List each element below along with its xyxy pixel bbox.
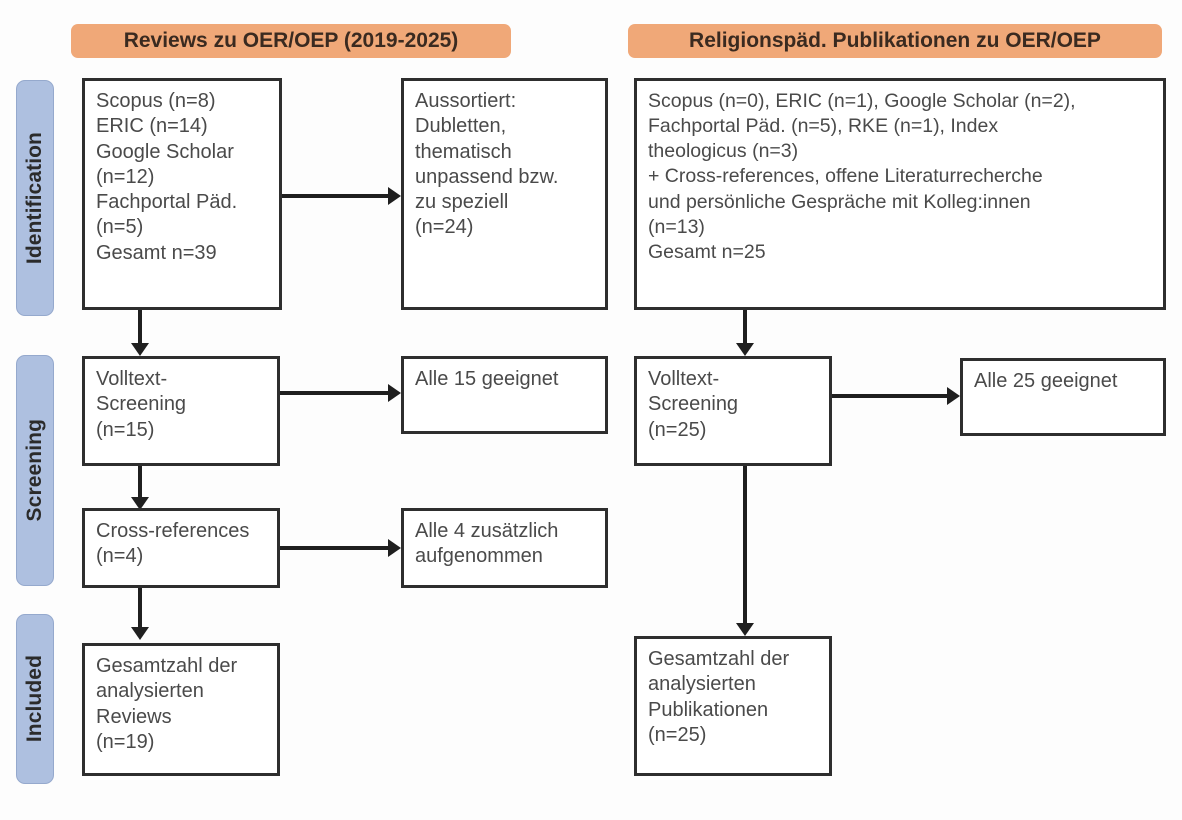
phase-label-included-text: Included	[23, 655, 46, 743]
connector-left-sources-to-fulltext	[138, 310, 142, 343]
connector-left-fulltext-to-result	[280, 391, 388, 395]
box-left-crossref-result: Alle 4 zusätzlich aufgenommen	[401, 508, 608, 588]
arrowhead-left-crossref-to-included	[131, 627, 149, 640]
connector-right-fulltext-to-result	[832, 394, 947, 398]
connector-left-crossref-to-result	[280, 546, 388, 550]
box-right-fulltext-screening: Volltext- Screening (n=25)	[634, 356, 832, 466]
box-left-sources: Scopus (n=8) ERIC (n=14) Google Scholar …	[82, 78, 282, 310]
arrowhead-left-crossref-to-result	[388, 539, 401, 557]
connector-right-fulltext-to-included	[743, 466, 747, 628]
connector-left-crossref-to-included	[138, 588, 142, 632]
box-right-included-total: Gesamtzahl der analysierten Publikatione…	[634, 636, 832, 776]
box-right-fulltext-result: Alle 25 geeignet	[960, 358, 1166, 436]
arrowhead-left-sources-to-fulltext	[131, 343, 149, 356]
connector-right-sources-to-fulltext	[743, 310, 747, 343]
arrowhead-right-fulltext-to-result	[947, 387, 960, 405]
arrowhead-right-sources-to-fulltext	[736, 343, 754, 356]
arrowhead-left-fulltext-to-crossref	[131, 497, 149, 510]
column-header-left: Reviews zu OER/OEP (2019-2025)	[71, 24, 511, 58]
box-right-sources: Scopus (n=0), ERIC (n=1), Google Scholar…	[634, 78, 1166, 310]
column-header-right-text: Religionspäd. Publikationen zu OER/OEP	[689, 29, 1101, 52]
phase-label-identification: Identification	[16, 80, 54, 316]
phase-label-screening: Screening	[16, 355, 54, 586]
arrowhead-left-sources-to-excluded	[388, 187, 401, 205]
box-left-fulltext-screening: Volltext- Screening (n=15)	[82, 356, 280, 466]
phase-label-identification-text: Identification	[23, 131, 46, 265]
arrowhead-right-fulltext-to-included	[736, 623, 754, 636]
column-header-left-text: Reviews zu OER/OEP (2019-2025)	[123, 29, 459, 52]
connector-left-fulltext-to-crossref	[138, 466, 142, 506]
phase-label-screening-text: Screening	[23, 419, 46, 522]
box-left-crossreferences: Cross-references (n=4)	[82, 508, 280, 588]
phase-label-included: Included	[16, 614, 54, 784]
box-left-fulltext-result: Alle 15 geeignet	[401, 356, 608, 434]
box-left-excluded: Aussortiert: Dubletten, thematisch unpas…	[401, 78, 608, 310]
connector-left-sources-to-excluded	[282, 194, 388, 198]
box-left-included-total: Gesamtzahl der analysierten Reviews (n=1…	[82, 643, 280, 776]
column-header-right: Religionspäd. Publikationen zu OER/OEP	[628, 24, 1162, 58]
arrowhead-left-fulltext-to-result	[388, 384, 401, 402]
